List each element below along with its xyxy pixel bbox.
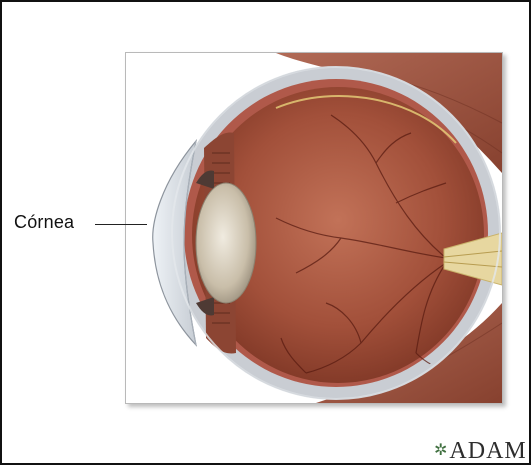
lens <box>196 183 256 303</box>
cornea-leader-line <box>95 224 147 225</box>
adam-logo: ✲ADAM <box>434 438 527 465</box>
eye-cross-section <box>126 53 502 403</box>
adam-tree-icon: ✲ <box>434 442 448 459</box>
cornea-label: Córnea <box>14 212 74 233</box>
eye-illustration <box>125 52 503 404</box>
adam-logo-text: ADAM <box>449 438 526 464</box>
